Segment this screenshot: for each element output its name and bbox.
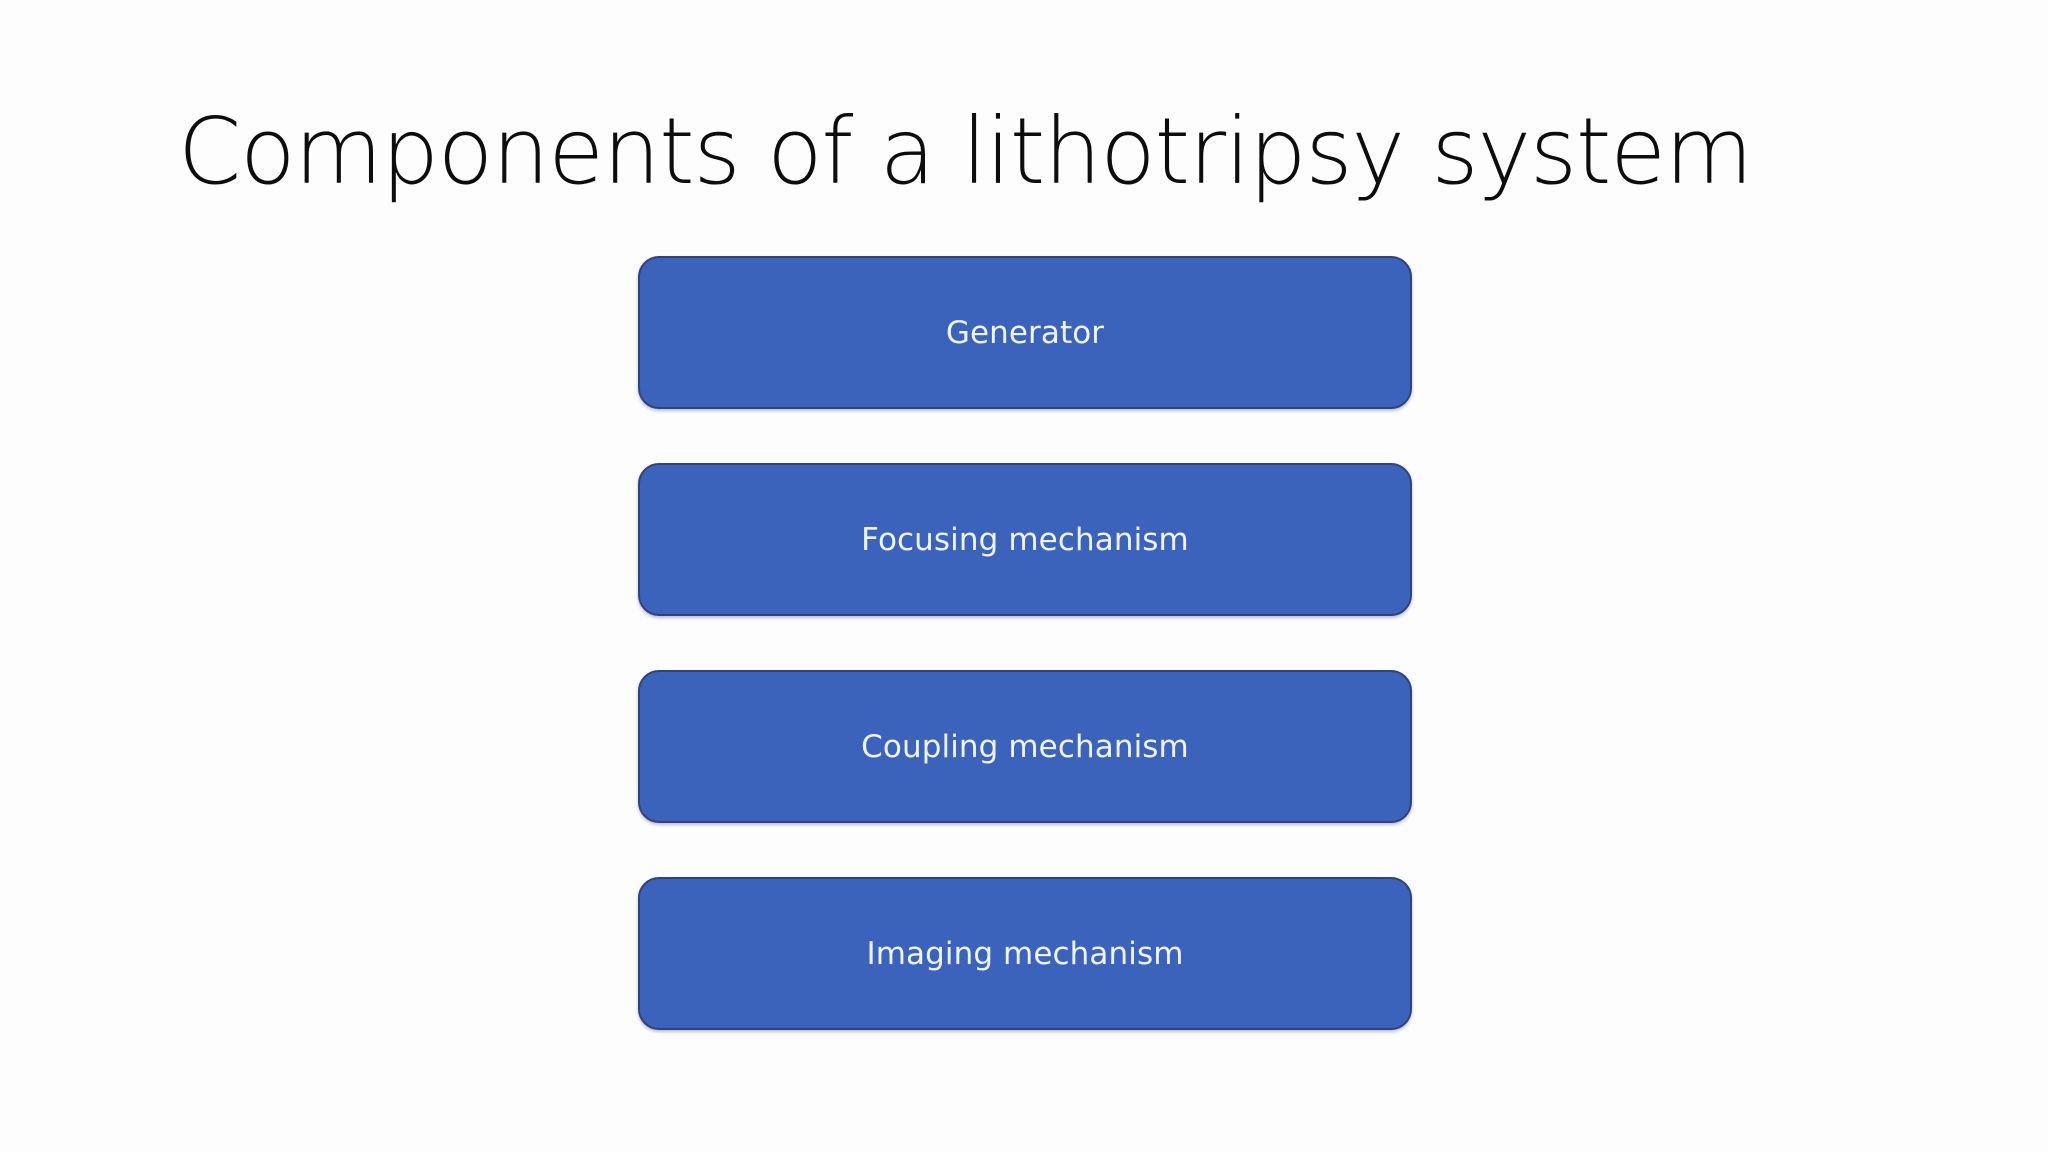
component-box-imaging-mechanism[interactable]: Imaging mechanism	[638, 877, 1412, 1030]
component-box-focusing-mechanism[interactable]: Focusing mechanism	[638, 463, 1412, 616]
component-box-generator[interactable]: Generator	[638, 256, 1412, 409]
component-list: Generator Focusing mechanism Coupling me…	[638, 256, 1412, 1030]
component-box-coupling-mechanism[interactable]: Coupling mechanism	[638, 670, 1412, 823]
page-title: Components of a lithotripsy system	[178, 98, 1753, 205]
component-box-label: Generator	[945, 314, 1105, 351]
component-box-label: Imaging mechanism	[866, 935, 1184, 972]
component-box-label: Focusing mechanism	[861, 521, 1189, 558]
component-box-label: Coupling mechanism	[861, 728, 1189, 765]
